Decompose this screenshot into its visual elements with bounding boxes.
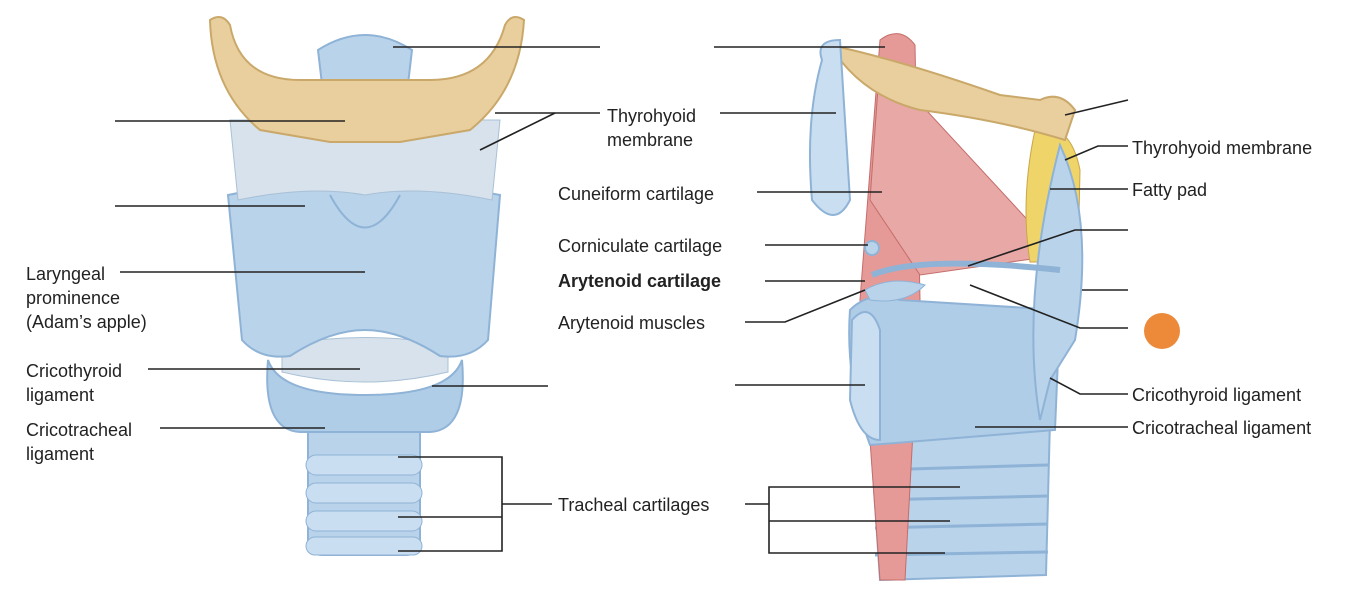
label-cricotracheal-ligament-left: Cricotracheal ligament — [26, 420, 133, 464]
label-corniculate-cartilage: Corniculate cartilage — [558, 236, 723, 256]
label-thyrohyoid-membrane-right: Thyrohyoid membrane — [1132, 138, 1313, 158]
label-cricotracheal-ligament-right: Cricotracheal ligament — [1132, 418, 1312, 438]
cricoid-cartilage-left — [266, 359, 464, 433]
thyroid-right — [1032, 142, 1084, 421]
label-fatty-pad: Fatty pad — [1132, 180, 1208, 200]
label-cuneiform-cartilage: Cuneiform cartilage — [558, 184, 715, 204]
thyrohyoid-membrane-left-shape — [229, 119, 501, 201]
hyoid-bone-left — [208, 15, 526, 143]
leader-lines — [115, 46, 1129, 554]
trachea-left — [305, 419, 423, 556]
label-laryngeal-prominence: Laryngeal prominence (Adam’s apple) — [26, 264, 147, 332]
anterior-view — [208, 15, 526, 556]
epiglottis-right — [809, 38, 852, 216]
label-cricothyroid-ligament-right: Cricothyroid ligament — [1132, 385, 1302, 405]
label-arytenoid-cartilage: Arytenoid cartilage — [558, 271, 722, 291]
label-arytenoid-muscles: Arytenoid muscles — [558, 313, 706, 333]
cricothyroid-ligament-left — [281, 337, 449, 383]
label-thyrohyoid-membrane-left: Thyrohyoid membrane — [607, 106, 697, 150]
sagittal-view — [809, 33, 1084, 582]
vestibular-muscle — [869, 58, 1062, 276]
orange-circle-marker[interactable] — [1144, 313, 1180, 349]
label-tracheal-cartilages: Tracheal cartilages — [558, 495, 710, 515]
label-cricothyroid-ligament-left: Cricothyroid ligament — [26, 361, 123, 405]
hyoid-bone-right — [827, 43, 1077, 142]
